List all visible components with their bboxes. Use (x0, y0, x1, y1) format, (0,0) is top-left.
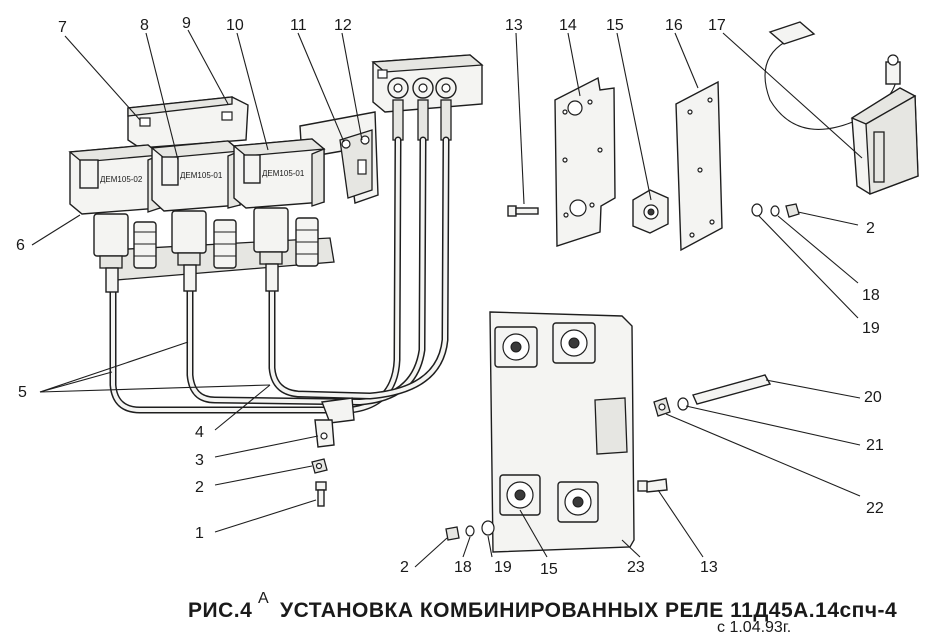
bolt-13-lower (637, 478, 668, 493)
terminal-connectors (387, 77, 457, 141)
callout-18-bottom: 18 (454, 559, 472, 576)
caption-prefix: РИС.4 (188, 599, 252, 622)
callout-3: 3 (195, 452, 204, 469)
relay-3: ДЕМ105-01 (232, 138, 326, 292)
callout-15-bottom: 15 (540, 561, 558, 578)
relay-label-1: ДЕМ105-02 (100, 175, 143, 184)
relay-label-2: ДЕМ105-01 (180, 171, 223, 180)
figure-caption: РИС.4 А УСТАНОВКА КОМБИНИРОВАННЫХ РЕЛЕ 1… (188, 590, 897, 636)
bolt-and-nut (311, 458, 328, 507)
right-bracket (299, 111, 379, 204)
callout-14: 14 (559, 17, 577, 34)
callout-2-left: 2 (195, 479, 204, 496)
caption-text: УСТАНОВКА КОМБИНИРОВАННЫХ РЕЛЕ 11Д45А.14… (280, 599, 897, 622)
caption-date-note: с 1.04.93г. (717, 619, 791, 634)
tube-clamp (314, 397, 355, 448)
hardware-right (751, 203, 800, 218)
callout-1: 1 (195, 525, 204, 542)
plate-14 (554, 76, 616, 247)
callout-22: 22 (866, 500, 884, 517)
callout-11: 11 (290, 17, 307, 34)
callout-16: 16 (665, 17, 683, 34)
bolt-13-upper (507, 205, 539, 217)
sensor-box-17 (764, 21, 919, 195)
panel-socket-br (557, 481, 599, 523)
relay-1: ДЕМ105-02 (68, 144, 162, 293)
callout-15-top: 15 (606, 17, 624, 34)
connector-15-upper (632, 189, 669, 234)
callout-13-bottom: 13 (700, 559, 718, 576)
callout-2-right: 2 (866, 220, 875, 237)
callout-2-bottom: 2 (400, 559, 409, 576)
plate-16 (675, 80, 723, 252)
callout-4: 4 (195, 424, 204, 441)
callout-17: 17 (708, 17, 726, 34)
panel-socket-bl (499, 474, 541, 516)
callout-19-right: 19 (862, 320, 880, 337)
callout-18-right: 18 (862, 287, 880, 304)
caption-superscript: А (258, 590, 269, 607)
callout-9: 9 (182, 15, 191, 32)
relay-label-3: ДЕМ105-01 (262, 169, 305, 178)
leader-lines (31, 29, 863, 568)
callout-19-bottom: 19 (494, 559, 512, 576)
callout-23: 23 (627, 559, 645, 576)
callout-6: 6 (16, 237, 25, 254)
stud-washer-nut (653, 374, 772, 417)
panel-23 (489, 311, 635, 553)
callout-8: 8 (140, 17, 149, 34)
callout-5: 5 (18, 384, 27, 401)
panel-socket-tl (494, 326, 538, 368)
mounting-bar (127, 96, 249, 149)
callout-7: 7 (58, 19, 67, 36)
callout-21: 21 (866, 437, 884, 454)
panel-socket-tr (552, 322, 596, 364)
callout-10: 10 (226, 17, 244, 34)
callout-12: 12 (334, 17, 352, 34)
hardware-bottom (445, 520, 495, 541)
callout-13-top: 13 (505, 17, 523, 34)
callout-20: 20 (864, 389, 882, 406)
callouts: 1 2 3 4 5 6 7 8 9 10 11 12 13 14 15 16 1… (16, 15, 884, 578)
